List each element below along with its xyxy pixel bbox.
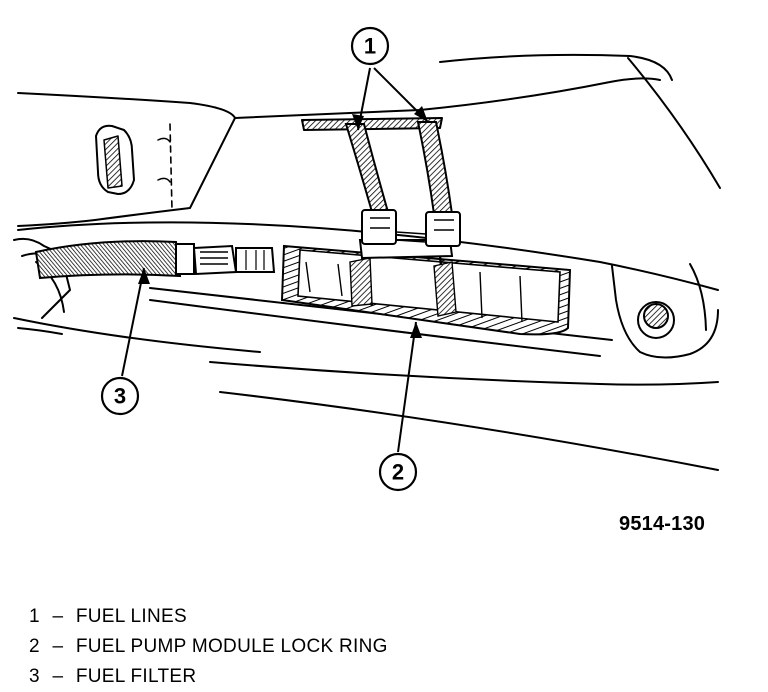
fuel-pump-module-lock-ring [280, 239, 572, 336]
legend-item-text: FUEL LINES [75, 606, 187, 627]
callout-3: 3 [100, 376, 140, 416]
legend-separator: – [52, 666, 64, 687]
callout-2-number: 2 [392, 460, 404, 485]
legend-item-text: FUEL FILTER [75, 666, 197, 687]
fuel-filter [34, 240, 276, 280]
legend: 1–FUEL LINES 2–FUEL PUMP MODULE LOCK RIN… [29, 602, 388, 692]
legend-separator: – [52, 636, 64, 657]
legend-item-text: FUEL PUMP MODULE LOCK RING [75, 636, 388, 657]
callout-1-number: 1 [364, 34, 376, 59]
callout-2: 2 [378, 452, 418, 492]
legend-item: 1–FUEL LINES [29, 602, 388, 632]
figure-id-label: 9514-130 [619, 513, 706, 535]
callout-3-number: 3 [114, 384, 126, 409]
legend-item-number: 1 [29, 606, 40, 627]
mounting-bolt [637, 301, 675, 339]
callout-1: 1 [350, 26, 390, 66]
legend-item: 3–FUEL FILTER [29, 662, 388, 692]
fuel-lines [344, 121, 461, 247]
legend-item-number: 3 [29, 666, 40, 687]
callout-arrowheads [138, 106, 428, 338]
legend-item-number: 2 [29, 636, 40, 657]
legend-separator: – [52, 606, 64, 627]
legend-item: 2–FUEL PUMP MODULE LOCK RING [29, 632, 388, 662]
